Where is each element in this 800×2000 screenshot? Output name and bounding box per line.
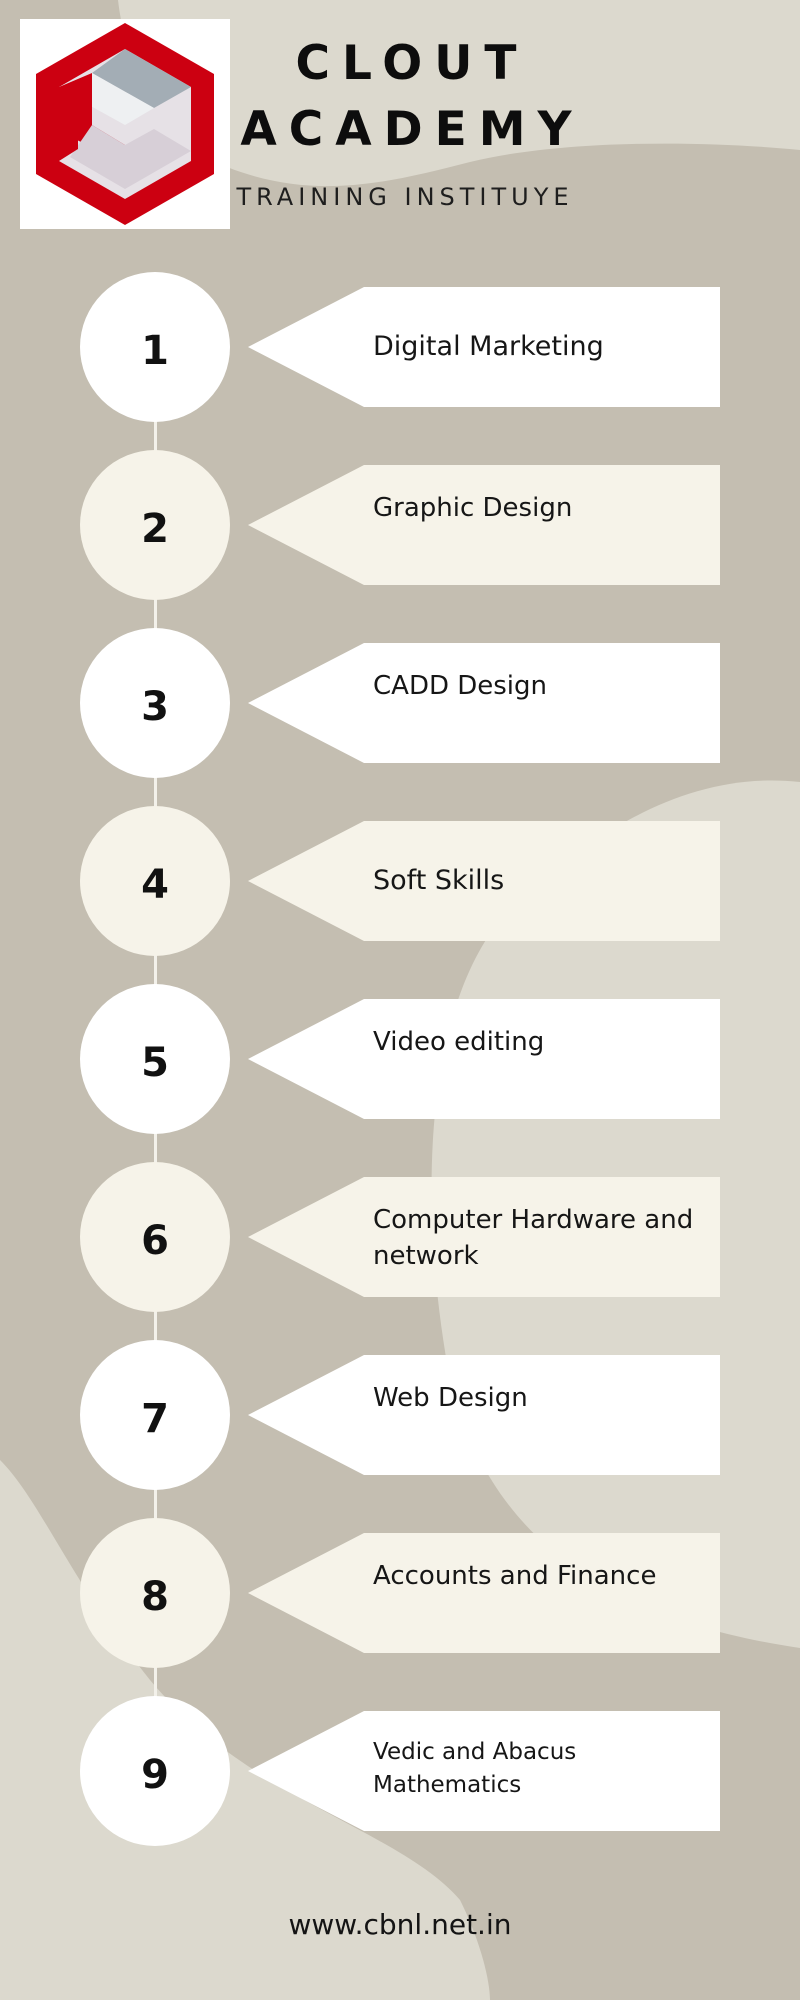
- top-right-blob: [118, 0, 800, 187]
- course-label: Accounts and Finance: [373, 1561, 657, 1591]
- arrow-tag-shape: [248, 1711, 720, 1831]
- website-url[interactable]: www.cbnl.net.in: [288, 1908, 512, 1941]
- step-number-circle: 1: [80, 272, 230, 422]
- course-label: Digital Marketing: [373, 331, 604, 362]
- course-label-card: Digital Marketing: [248, 287, 720, 407]
- arrow-tag-shape: [248, 1355, 720, 1475]
- course-label-card: Accounts and Finance: [248, 1533, 720, 1653]
- course-label-card: Computer Hardware and network: [248, 1177, 720, 1297]
- step-number-circle: 6: [80, 1162, 230, 1312]
- course-label: Soft Skills: [373, 865, 505, 896]
- bottom-left-blob: [0, 1460, 490, 2000]
- course-label: Web Design: [373, 1383, 528, 1413]
- arrow-tag-shape: [248, 465, 720, 585]
- course-item: 7 Web Design: [0, 1340, 800, 1490]
- hexagon-letter-c-logo-icon: [36, 23, 214, 225]
- course-label-card: Graphic Design: [248, 465, 720, 585]
- arrow-tag-shape: [248, 1533, 720, 1653]
- course-label: Graphic Design: [373, 493, 573, 523]
- course-label-card: Video editing: [248, 999, 720, 1119]
- arrow-tag-shape: [248, 1177, 720, 1297]
- step-number-circle: 9: [80, 1696, 230, 1846]
- academy-logo: [20, 19, 230, 229]
- arrow-tag-shape: [248, 999, 720, 1119]
- course-label-card: Soft Skills: [248, 821, 720, 941]
- brand-name-line-1: CLOUT: [295, 36, 529, 91]
- step-number-circle: 7: [80, 1340, 230, 1490]
- course-label-card: Web Design: [248, 1355, 720, 1475]
- step-number-circle: 4: [80, 806, 230, 956]
- arrow-tag-shape: [248, 821, 720, 941]
- brand-name-line-2: ACADEMY: [240, 102, 584, 157]
- arrow-tag-shape: [248, 643, 720, 763]
- course-item: 9 Vedic and Abacus Mathematics: [0, 1696, 800, 1846]
- step-number-circle: 2: [80, 450, 230, 600]
- course-label: Vedic and Abacus Mathematics: [373, 1739, 577, 1798]
- course-label: Video editing: [373, 1027, 545, 1057]
- course-item: 5 Video editing: [0, 984, 800, 1134]
- course-label-card: Vedic and Abacus Mathematics: [248, 1711, 720, 1831]
- course-item: 4 Soft Skills: [0, 806, 800, 956]
- step-number-circle: 3: [80, 628, 230, 778]
- course-item: 1 Digital Marketing: [0, 272, 800, 422]
- arrow-tag-shape: [248, 287, 720, 407]
- course-label-card: CADD Design: [248, 643, 720, 763]
- step-number-circle: 8: [80, 1518, 230, 1668]
- course-label: CADD Design: [373, 671, 548, 701]
- course-item: 6 Computer Hardware and network: [0, 1162, 800, 1312]
- course-item: 2 Graphic Design: [0, 450, 800, 600]
- step-number-circle: 5: [80, 984, 230, 1134]
- course-item: 8 Accounts and Finance: [0, 1518, 800, 1668]
- brand-tagline: TRAINING INSTITUYE: [236, 183, 574, 211]
- course-label: Computer Hardware and network: [373, 1205, 694, 1271]
- course-item: 3 CADD Design: [0, 628, 800, 778]
